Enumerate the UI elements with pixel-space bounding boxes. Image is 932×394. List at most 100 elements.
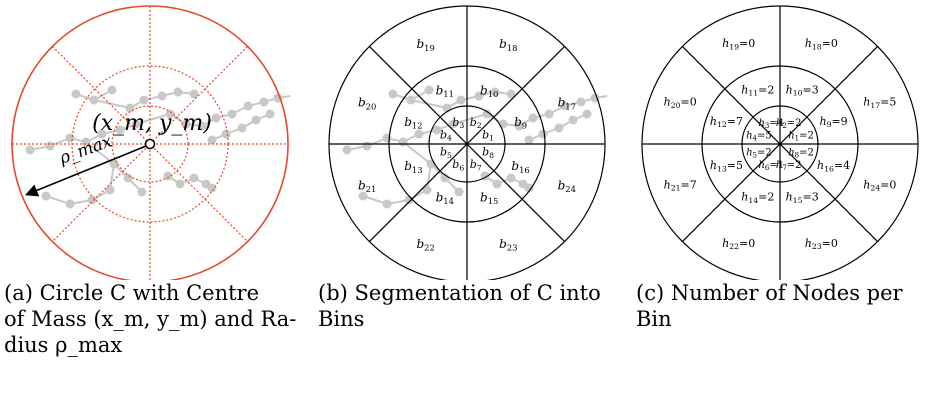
node-dot bbox=[454, 187, 464, 197]
bin-label-outer: b20 bbox=[358, 95, 376, 111]
caption-c-line1: Number of Nodes per bbox=[670, 281, 903, 305]
node-dot bbox=[554, 123, 564, 133]
node-dot bbox=[189, 173, 199, 183]
node-dot bbox=[41, 191, 51, 201]
node-dot bbox=[25, 145, 35, 155]
caption-a-tag: (a) bbox=[4, 281, 33, 305]
bin-label-outer: b17 bbox=[558, 95, 576, 111]
node-dot bbox=[207, 135, 217, 145]
bin-label-middle: b11 bbox=[436, 83, 454, 99]
caption-a: (a) Circle C with Centre of Mass (x_m, y… bbox=[4, 280, 304, 358]
node-dot bbox=[65, 133, 75, 143]
bin-label-inner: b5 bbox=[440, 146, 452, 160]
panel-c-counts: h1=2h2=2h3=4h4=5h5=2h6=1h7=2h8=2h9=9h10=… bbox=[641, 5, 919, 280]
node-dot bbox=[259, 97, 269, 107]
centre-of-mass-marker bbox=[144, 138, 156, 150]
node-dot bbox=[251, 115, 261, 125]
node-dot bbox=[115, 125, 125, 135]
bin-label-outer: h20=0 bbox=[664, 96, 697, 110]
bin-label-middle: h11=2 bbox=[741, 83, 774, 97]
node-edge bbox=[452, 113, 488, 125]
bin-label-inner: h6=1 bbox=[758, 160, 784, 173]
bin-label-outer: h18=0 bbox=[805, 37, 838, 51]
node-dot bbox=[45, 141, 55, 151]
caption-c: (c) Number of Nodes per Bin bbox=[636, 280, 932, 332]
node-dot bbox=[590, 93, 600, 103]
radius-label: ρ_max bbox=[56, 131, 115, 169]
node-dot bbox=[448, 119, 458, 129]
node-dot bbox=[506, 89, 516, 99]
centre-label: (x_m, y_m) bbox=[92, 111, 212, 136]
node-dot bbox=[506, 173, 516, 183]
node-dot bbox=[524, 135, 534, 145]
node-dot bbox=[89, 95, 99, 105]
node-dot bbox=[398, 137, 408, 147]
bin-label-inner: h3=4 bbox=[758, 117, 784, 130]
caption-a-line3: dius ρ_max bbox=[4, 333, 123, 357]
bin-label-middle: h15=3 bbox=[786, 191, 819, 205]
node-dot bbox=[576, 97, 586, 107]
caption-b-line2: Bins bbox=[318, 307, 365, 331]
node-dot bbox=[424, 85, 434, 95]
caption-b: (b) Segmentation of C into Bins bbox=[318, 280, 618, 332]
node-dot bbox=[582, 109, 592, 119]
node-dot bbox=[197, 121, 207, 131]
node-dot bbox=[342, 145, 352, 155]
node-dot bbox=[105, 185, 115, 195]
node-dot bbox=[107, 85, 117, 95]
caption-c-tag: (c) bbox=[636, 281, 665, 305]
node-dot bbox=[123, 173, 133, 183]
bin-label-outer: h23=0 bbox=[805, 237, 838, 251]
bin-label-outer: h19=0 bbox=[722, 37, 755, 51]
node-dot bbox=[237, 123, 247, 133]
node-edge bbox=[93, 99, 131, 109]
bin-label-inner: h4=5 bbox=[746, 130, 772, 143]
node-dot bbox=[422, 185, 432, 195]
bin-label-inner: h7=2 bbox=[776, 160, 802, 173]
bin-label-inner: b1 bbox=[482, 128, 494, 142]
bin-label-outer: h22=0 bbox=[722, 237, 755, 251]
bin-label-inner: b7 bbox=[470, 158, 482, 172]
bin-label-inner: b3 bbox=[452, 116, 464, 130]
node-dot bbox=[97, 129, 107, 139]
bin-label-outer: b24 bbox=[558, 178, 576, 194]
bin-label-inner: b4 bbox=[440, 128, 452, 142]
bin-label-outer: b19 bbox=[416, 37, 434, 53]
node-dot bbox=[131, 119, 141, 129]
node-dot bbox=[137, 187, 147, 197]
node-dot bbox=[221, 129, 231, 139]
bin-label-inner: h5=2 bbox=[746, 147, 772, 160]
node-dot bbox=[538, 129, 548, 139]
bin-label-outer: b18 bbox=[499, 37, 517, 53]
bin-label-middle: h14=2 bbox=[741, 191, 774, 205]
node-dot bbox=[165, 109, 175, 119]
bin-label-middle: h10=3 bbox=[786, 83, 819, 97]
bin-label-middle: b12 bbox=[404, 114, 422, 130]
bin-label-outer: h24=0 bbox=[863, 178, 896, 192]
node-dot bbox=[181, 119, 191, 129]
node-graph bbox=[342, 85, 608, 209]
node-dot bbox=[243, 101, 253, 111]
node-dot bbox=[157, 91, 167, 101]
bin-label-outer: h17=5 bbox=[863, 96, 896, 110]
bin-label-middle: b16 bbox=[511, 159, 529, 175]
node-dot bbox=[87, 195, 97, 205]
node-dot bbox=[358, 191, 368, 201]
node-dot bbox=[211, 113, 221, 123]
bin-label-middle: b13 bbox=[404, 159, 422, 175]
node-dot bbox=[175, 179, 185, 189]
node-dot bbox=[382, 199, 392, 209]
bin-label-middle: b15 bbox=[480, 190, 498, 206]
node-dot bbox=[227, 109, 237, 119]
node-dot bbox=[544, 109, 554, 119]
radius-arrow bbox=[24, 145, 147, 197]
sector-line bbox=[681, 45, 879, 243]
node-dot bbox=[482, 109, 492, 119]
bin-label-inner: b2 bbox=[470, 116, 482, 130]
node-dot bbox=[568, 115, 578, 125]
bin-label-inner: h2=2 bbox=[776, 117, 802, 130]
node-dot bbox=[432, 125, 442, 135]
caption-a-line1: Circle C with Centre bbox=[39, 281, 259, 305]
bin-label-middle: h12=7 bbox=[710, 115, 743, 129]
